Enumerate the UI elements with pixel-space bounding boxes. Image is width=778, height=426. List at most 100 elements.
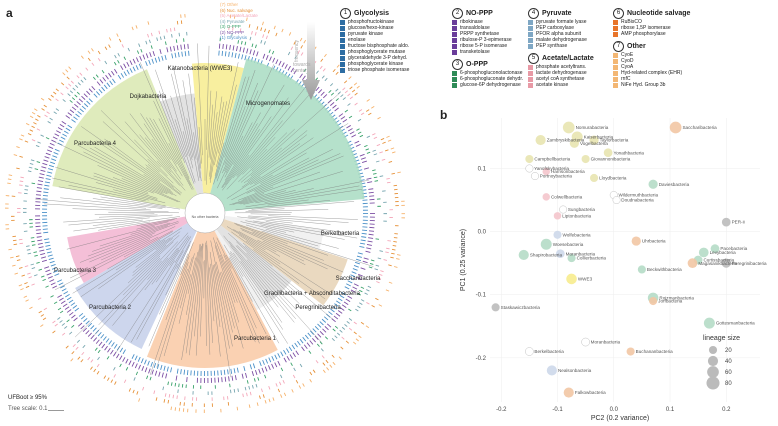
ring-tick [365,148,370,151]
point-label: Buchananbacteria [636,349,673,354]
ring-tick [334,325,339,329]
scatter-point [535,135,546,146]
ring-tick [62,99,66,102]
ring-tick [251,30,253,35]
ring-tick [346,125,351,129]
ring-tick [25,285,30,288]
ring-tick [256,51,259,57]
ring-label: (3) O-PPP [220,24,241,29]
ring-tick [69,109,75,114]
ring-tick [166,366,169,372]
ring-tick [104,345,108,351]
ring-tick [335,71,339,75]
ring-label: (4) Pyruvate [220,18,245,24]
ring-tick [365,109,370,112]
branch [146,167,181,195]
ring-tick [327,99,333,104]
legend-item: transketolase [452,49,524,55]
branch [245,224,319,247]
ring-tick [366,302,370,305]
ring-tick [40,275,45,278]
ring-tick [67,124,73,129]
branch [171,73,193,161]
branch [181,243,201,360]
branch [87,222,179,257]
ring-tick [67,93,71,97]
ring-tick [255,369,258,375]
ring-tick [111,342,115,347]
ring-tick [332,305,337,310]
branch [147,164,182,194]
branch [236,245,285,294]
ring-tick [382,141,386,144]
ring-tick [333,315,339,320]
ring-tick [237,388,239,392]
ring-tick [153,390,156,395]
branch [203,260,205,299]
ring-tick [372,149,376,152]
branch [136,263,178,340]
ring-tick [230,368,233,374]
legend-item-label: ribulose-P 3-epimerase [460,37,512,43]
ring-tick [158,30,161,35]
branch [235,224,288,244]
ring-tick [376,143,381,147]
ring-tick [360,267,366,270]
ring-tick [341,336,345,340]
y-tick-label: 0.1 [478,166,487,172]
ring-tick [359,245,365,248]
ring-tick [74,103,79,108]
ring-tick [371,106,375,109]
branch [79,232,156,263]
ring-tick [249,36,252,41]
ring-tick [155,397,158,401]
branch [237,186,274,201]
point-label: Daviesbacteria [659,182,690,187]
branch [149,262,189,376]
ring-tick [131,354,135,359]
branch [248,215,349,223]
branch [168,143,191,186]
branch [127,241,174,284]
legend-title-text: O-PPP [466,61,488,68]
legend-item: PEP carboxylase [528,25,608,31]
ring-tick [258,368,261,374]
ring-tick [249,49,252,55]
ring-tick [308,350,312,354]
ring-tick [330,83,334,87]
legend-item-label: pyruvate kinase [348,31,384,37]
ring-tick [93,368,97,373]
ring-tick [234,375,237,381]
ring-tick [293,69,297,75]
ring-tick [29,163,34,165]
ring-tick [46,111,50,114]
branch [245,220,345,240]
ring-tick [98,341,103,347]
ring-tick [287,65,291,71]
ring-tick [119,363,122,368]
ring-tick [96,81,101,86]
legend-item-label: glyceraldehyde 3-P dehyd. [348,55,408,61]
ring-tick [113,367,116,371]
ring-tick [166,47,169,53]
ring-tick [336,64,340,68]
ring-tick [38,176,44,179]
legend-swatch [528,43,533,49]
ring-tick [337,310,343,314]
ring-tick [291,344,296,350]
ring-tick [113,351,117,357]
ring-tick [169,28,172,32]
legend-item-label: NiFe Hyd. Group 3b [621,82,666,88]
ring-tick [170,382,173,386]
y-tick-label: -0.2 [476,356,487,362]
ring-tick [388,281,393,284]
ring-tick [316,343,320,347]
branch [238,231,277,253]
point-label: PER-ii [732,220,745,225]
ring-tick [380,270,384,273]
ring-tick [371,304,375,308]
ring-tick [183,369,186,375]
ring-tick [345,340,350,344]
